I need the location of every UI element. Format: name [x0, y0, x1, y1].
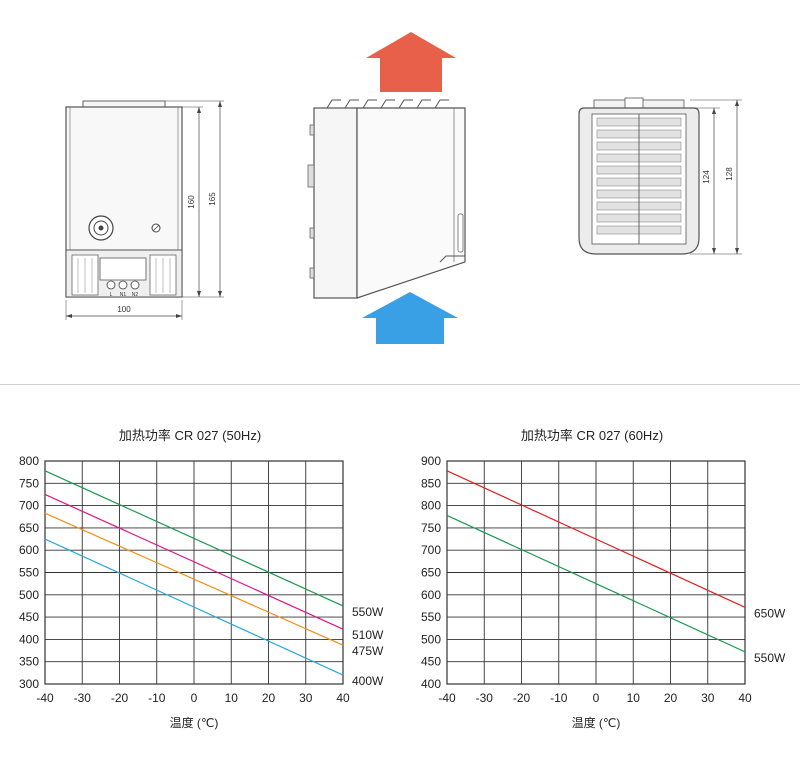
- x-tick-label: -20: [513, 691, 531, 705]
- y-tick-label: 750: [19, 476, 39, 490]
- series-line-475w: [44, 512, 344, 646]
- front-view-drawing: [65, 100, 224, 320]
- chart-title: 加热功率 CR 027 (50Hz): [119, 428, 261, 443]
- y-tick-label: 450: [421, 655, 441, 669]
- series-line-400w: [44, 538, 344, 676]
- chart-2: -40 -30 -20 -10 0 10 20 30 40 400 450 500 550 600 650 7…: [421, 428, 786, 730]
- y-tick-label: 550: [421, 610, 441, 624]
- section-divider: [0, 384, 800, 385]
- x-tick-label: 0: [593, 691, 600, 705]
- x-axis-label: 温度 (℃): [572, 715, 621, 730]
- x-tick-label: 30: [701, 691, 715, 705]
- x-tick-label: 20: [664, 691, 678, 705]
- series-line-550w: [44, 470, 344, 607]
- y-tick-label: 450: [19, 610, 39, 624]
- y-tick-label: 500: [19, 588, 39, 602]
- x-tick-label: -40: [36, 691, 54, 705]
- series-line-510w: [44, 493, 344, 630]
- cold-air-inflow-arrow: [362, 292, 458, 344]
- series-line-550w: [446, 514, 746, 653]
- y-tick-label: 700: [19, 499, 39, 513]
- x-tick-label: 30: [299, 691, 313, 705]
- y-tick-label: 650: [19, 521, 39, 535]
- y-tick-label: 300: [19, 677, 39, 691]
- x-tick-label: -30: [74, 691, 92, 705]
- x-tick-label: 20: [262, 691, 276, 705]
- y-tick-label: 650: [421, 566, 441, 580]
- x-axis-label: 温度 (℃): [170, 715, 219, 730]
- y-tick-label: 750: [421, 521, 441, 535]
- y-tick-label: 350: [19, 655, 39, 669]
- series-label-400w: 400W: [352, 674, 384, 688]
- x-tick-label: -20: [111, 691, 129, 705]
- x-tick-label: 10: [225, 691, 239, 705]
- terminal-label-l: L: [110, 292, 113, 298]
- y-tick-label: 400: [19, 632, 39, 646]
- hot-air-outflow-arrow: [366, 32, 456, 92]
- front-height-1-label: 160: [187, 195, 196, 209]
- x-tick-label: 0: [191, 691, 198, 705]
- x-tick-label: 10: [627, 691, 641, 705]
- series-label-650w: 650W: [754, 606, 786, 620]
- x-tick-label: 40: [738, 691, 752, 705]
- x-tick-label: -40: [438, 691, 456, 705]
- series-label-550w: 550W: [352, 605, 384, 619]
- chart-1: -40 -30 -20 -10 0 10 20 30 40 300 350 400 450 500 550 6…: [19, 428, 384, 730]
- y-tick-label: 600: [421, 588, 441, 602]
- heater-drawings: 100 160 165 L N1 N2: [65, 32, 742, 344]
- y-tick-label: 850: [421, 476, 441, 490]
- series-label-475w: 475W: [352, 644, 384, 658]
- back-height-1-label: 124: [702, 170, 711, 184]
- y-tick-label: 600: [19, 543, 39, 557]
- series-line-650w: [446, 470, 746, 608]
- y-tick-label: 400: [421, 677, 441, 691]
- x-tick-label: -10: [148, 691, 166, 705]
- x-tick-label: -10: [550, 691, 568, 705]
- front-height-2-label: 165: [208, 192, 217, 206]
- y-tick-label: 550: [19, 566, 39, 580]
- terminal-label-n1: N1: [120, 292, 127, 298]
- y-tick-label: 800: [421, 499, 441, 513]
- y-tick-label: 500: [421, 632, 441, 646]
- front-width-label: 100: [117, 305, 131, 314]
- side-view-drawing: [307, 32, 466, 344]
- series-label-510w: 510W: [352, 628, 384, 642]
- x-tick-label: 40: [336, 691, 350, 705]
- x-tick-label: -30: [476, 691, 494, 705]
- y-tick-label: 800: [19, 454, 39, 468]
- grille-view-drawing: [578, 97, 742, 255]
- terminal-label-n2: N2: [132, 292, 139, 298]
- series-label-550w: 550W: [754, 651, 786, 665]
- back-height-2-label: 128: [725, 167, 734, 181]
- chart-title: 加热功率 CR 027 (60Hz): [521, 428, 663, 443]
- y-tick-label: 900: [421, 454, 441, 468]
- y-tick-label: 700: [421, 543, 441, 557]
